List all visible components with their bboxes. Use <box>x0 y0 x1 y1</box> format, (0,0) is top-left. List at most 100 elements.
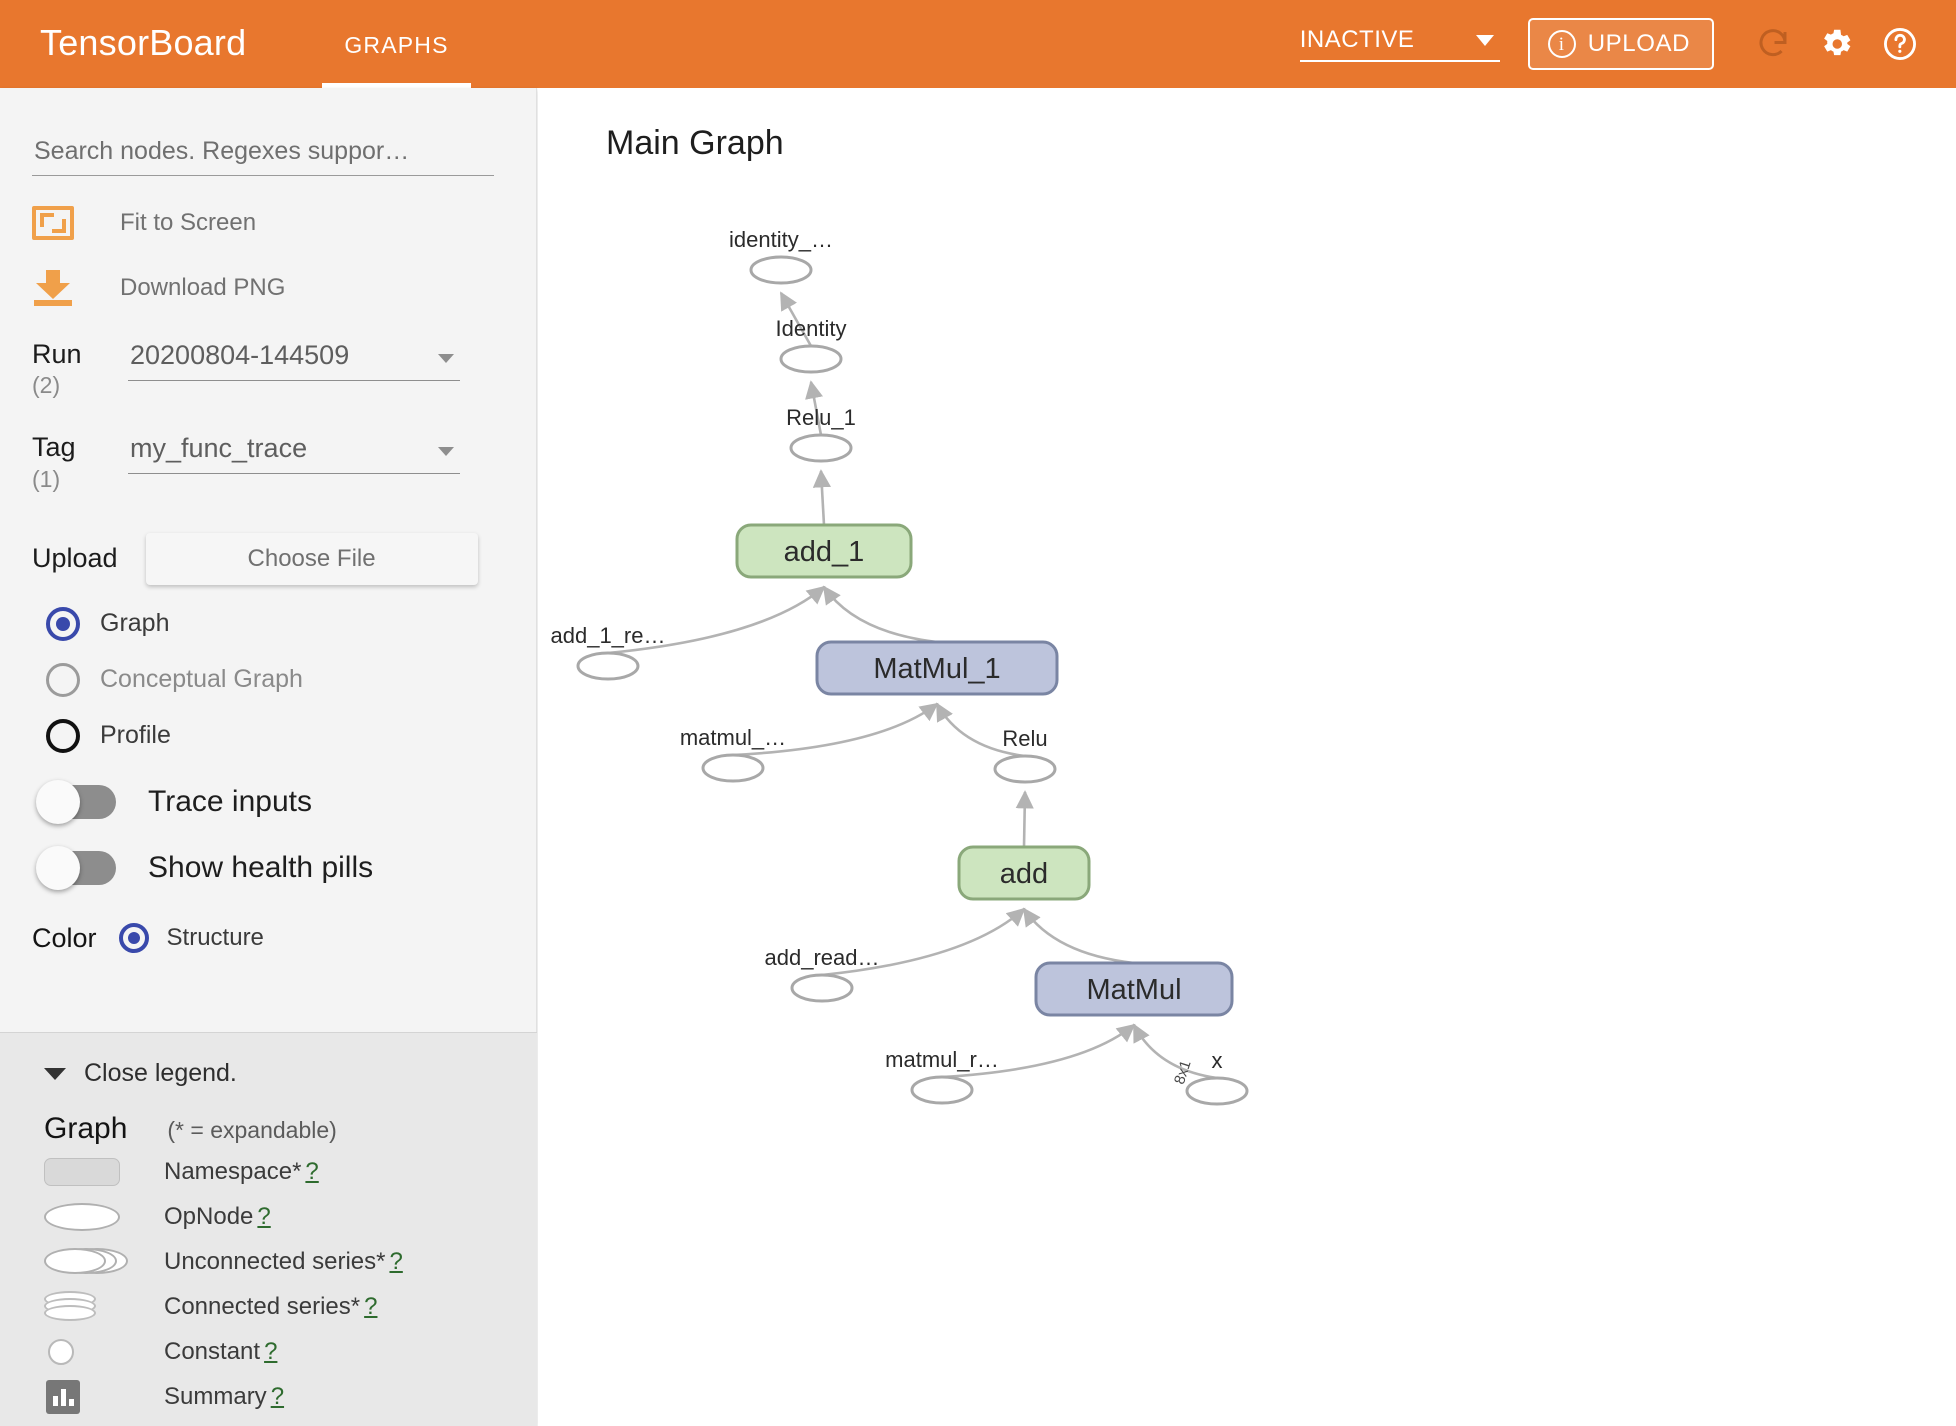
op-node-shape <box>576 651 640 681</box>
tag-value: my_func_trace <box>130 433 308 464</box>
legend-panel: Close legend. Graph (* = expandable) Nam… <box>0 1032 537 1426</box>
choose-file-button[interactable]: Choose File <box>145 532 478 585</box>
graph-node-Relu[interactable]: Relu <box>993 726 1057 784</box>
toggle-trace-inputs[interactable]: Trace inputs <box>36 779 536 824</box>
run-select[interactable]: 20200804-144509 <box>128 340 460 381</box>
download-png-button[interactable]: Download PNG <box>32 270 536 306</box>
radio-graph[interactable]: Graph <box>46 606 536 641</box>
header-actions: INACTIVE i UPLOAD <box>1299 0 1932 88</box>
graph-edge <box>941 1023 1136 1079</box>
node-label: MatMul_1 <box>873 653 1000 685</box>
toggle-health-pills-label: Show health pills <box>148 850 374 884</box>
chevron-down-icon <box>438 447 454 457</box>
tag-select[interactable]: my_func_trace <box>128 433 460 475</box>
refresh-icon[interactable] <box>1755 26 1791 62</box>
close-legend-button[interactable]: Close legend. <box>44 1059 537 1088</box>
graph-edge <box>1015 790 1034 848</box>
graph-edge <box>1022 907 1135 965</box>
toggle-health-pills[interactable]: Show health pills <box>36 845 536 890</box>
help-link-unconnected-series[interactable]: ? <box>389 1248 403 1275</box>
graph-node-MatMul[interactable]: MatMul <box>1034 961 1234 1017</box>
graph-edge <box>935 702 1026 758</box>
namespace-node-shape <box>815 640 1059 696</box>
run-value: 20200804-144509 <box>130 340 350 370</box>
node-label: add_1 <box>784 536 865 568</box>
namespace-node-shape <box>735 523 913 579</box>
op-node-shape <box>789 433 853 463</box>
namespace-node-shape <box>1034 961 1234 1017</box>
fit-to-screen-button[interactable]: Fit to Screen <box>32 206 536 240</box>
graph-edge <box>812 469 831 526</box>
run-label: Run <box>32 339 82 369</box>
graph-node-identity_out[interactable]: identity_… <box>729 227 833 285</box>
chevron-down-icon <box>1475 35 1494 46</box>
download-png-label: Download PNG <box>120 274 286 301</box>
help-link-opnode[interactable]: ? <box>257 1203 271 1230</box>
info-icon: i <box>1547 30 1576 58</box>
graph-node-add_read[interactable]: add_read… <box>765 945 880 1003</box>
radio-profile-label: Profile <box>100 721 171 750</box>
node-label: Relu_1 <box>786 405 856 430</box>
node-label: x <box>1212 1048 1223 1073</box>
toggle-health-pills-switch <box>36 845 116 890</box>
radio-graph-label: Graph <box>100 609 170 638</box>
upload-label: Upload <box>32 543 118 574</box>
op-node-shape <box>1185 1076 1249 1106</box>
node-label: add_1_re… <box>551 623 666 648</box>
tab-graphs[interactable]: GRAPHS <box>322 26 472 88</box>
graph-node-matmul_read[interactable]: matmul_… <box>680 725 786 783</box>
legend-label-connected-series: Connected series* <box>164 1293 361 1320</box>
legend-item-namespace: Namespace*? <box>44 1153 537 1191</box>
legend-item-constant: Constant? <box>44 1333 537 1371</box>
help-link-namespace[interactable]: ? <box>305 1158 319 1185</box>
radio-profile[interactable]: Profile <box>46 718 536 753</box>
inactive-run-selector[interactable]: INACTIVE <box>1299 26 1500 62</box>
graph-edge <box>779 291 813 347</box>
graph-node-add_1_read[interactable]: add_1_re… <box>551 623 666 681</box>
search-input[interactable] <box>32 136 494 176</box>
radio-conceptual-graph[interactable]: Conceptual Graph <box>46 662 536 697</box>
run-count: (2) <box>32 372 61 399</box>
graph-node-x[interactable]: x <box>1185 1048 1249 1106</box>
radio-structure-icon[interactable] <box>118 923 149 954</box>
fit-to-screen-label: Fit to Screen <box>120 209 257 236</box>
graph-node-MatMul_1[interactable]: MatMul_1 <box>815 640 1059 696</box>
node-label: identity_… <box>729 227 833 252</box>
legend-header: Graph (* = expandable) <box>44 1112 537 1146</box>
radio-graph-icon <box>46 606 80 641</box>
legend-label-constant: Constant <box>164 1338 261 1365</box>
inactive-selector-value: INACTIVE <box>1299 26 1415 53</box>
namespace-swatch-icon <box>44 1158 140 1186</box>
help-link-connected-series[interactable]: ? <box>364 1293 378 1320</box>
graph-node-add[interactable]: add <box>957 845 1091 901</box>
graph-edge <box>732 702 939 757</box>
graph-node-Relu_1[interactable]: Relu_1 <box>786 405 856 463</box>
search-field-wrapper <box>32 136 494 176</box>
graph-node-add_1[interactable]: add_1 <box>735 523 913 579</box>
node-label: add <box>1000 858 1048 890</box>
help-icon[interactable] <box>1881 25 1919 63</box>
help-link-summary[interactable]: ? <box>270 1383 285 1410</box>
graph-node-matmul_r[interactable]: matmul_r… <box>885 1047 999 1105</box>
legend-title: Graph <box>44 1112 128 1145</box>
help-link-constant[interactable]: ? <box>264 1338 278 1365</box>
graph-node-Identity[interactable]: Identity <box>776 316 847 374</box>
op-node-shape <box>910 1075 974 1105</box>
tag-label-group: Tag (1) <box>32 433 128 492</box>
tag-count: (1) <box>32 465 61 492</box>
color-mode-row: Color Structure <box>32 923 536 954</box>
node-label: Relu <box>1002 726 1047 751</box>
upload-button[interactable]: i UPLOAD <box>1527 18 1714 70</box>
toggle-trace-inputs-switch <box>36 779 116 824</box>
edge-label: 8x1 <box>1171 1058 1195 1086</box>
chevron-down-icon <box>438 354 454 363</box>
opnode-swatch-icon <box>44 1203 140 1231</box>
gear-icon[interactable] <box>1817 25 1855 63</box>
op-node-shape <box>993 754 1057 784</box>
radio-conceptual-graph-label: Conceptual Graph <box>100 665 303 694</box>
close-legend-label: Close legend. <box>84 1059 237 1087</box>
op-node-shape <box>749 255 813 285</box>
